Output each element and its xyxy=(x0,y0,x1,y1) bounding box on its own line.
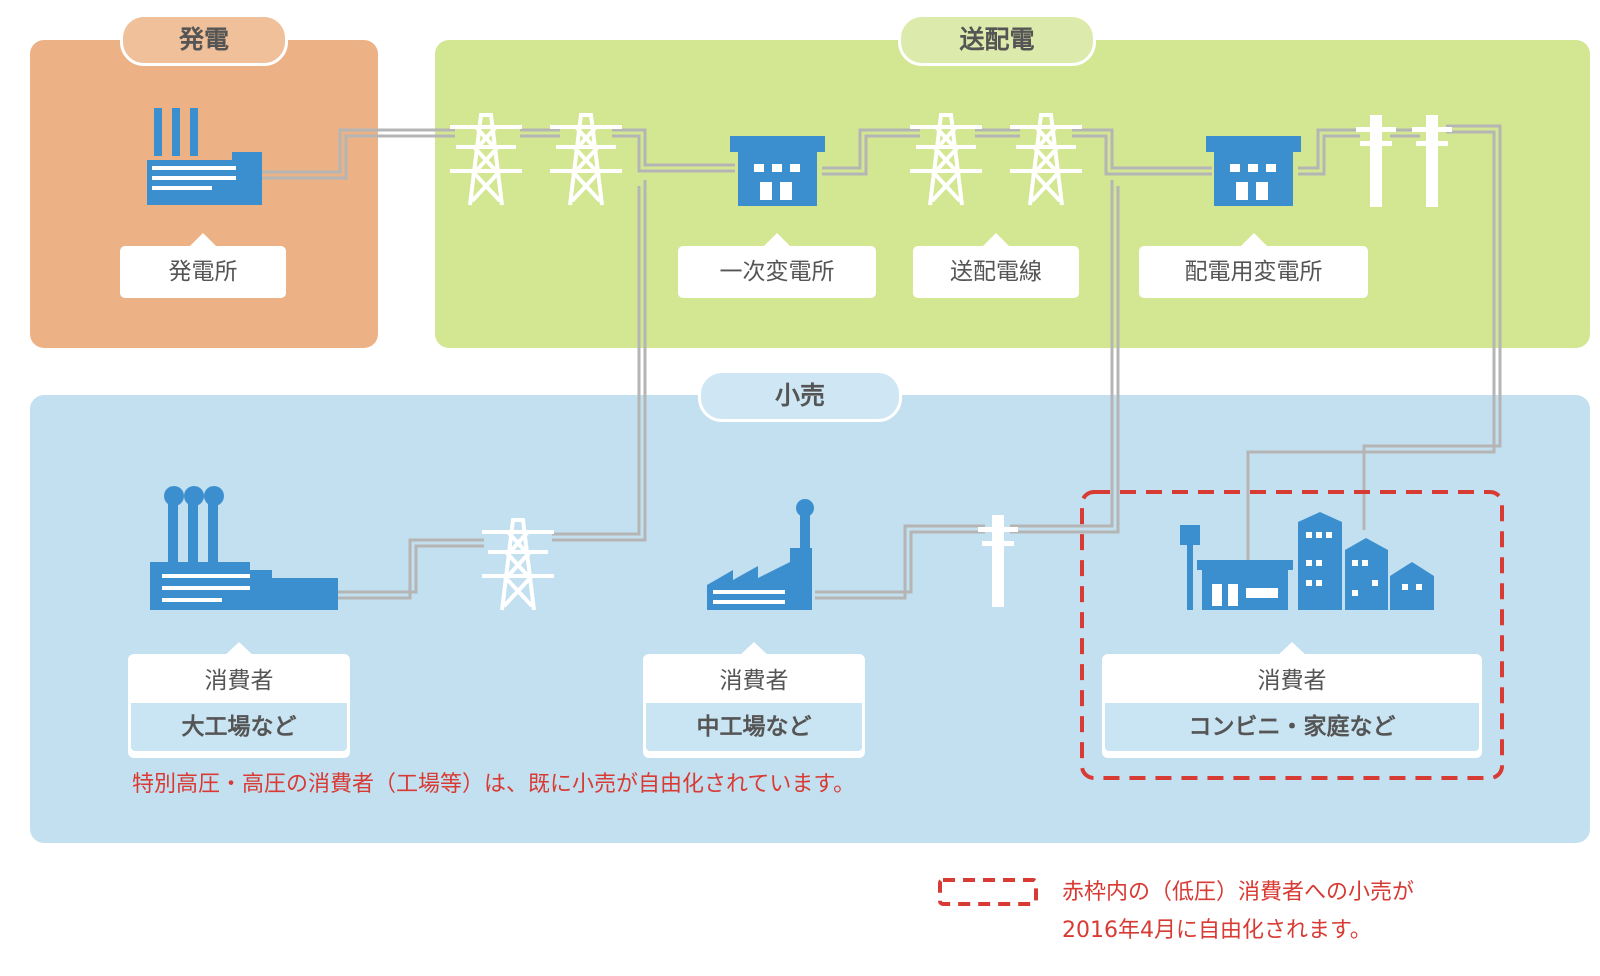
tower-icon xyxy=(1008,113,1084,207)
consumer-type: コンビニ・家庭など xyxy=(1105,703,1479,751)
consumer-type: 大工場など xyxy=(131,703,347,751)
tower-icon xyxy=(908,113,984,207)
power-plant-icon xyxy=(147,108,262,205)
legend-text-line2: 2016年4月に自由化されます。 xyxy=(1062,918,1372,943)
zone-label-generation: 発電 xyxy=(120,14,288,66)
pole-icon xyxy=(1356,115,1396,207)
consumer-box-shops-homes: 消費者 コンビニ・家庭など xyxy=(1102,642,1482,758)
pole-icon xyxy=(1412,115,1452,207)
consumer-role: 消費者 xyxy=(1257,668,1327,694)
tower-icon xyxy=(480,518,556,612)
liberalized-note: 特別高圧・高圧の消費者（工場等）は、既に小売が自由化されています。 xyxy=(132,772,856,797)
mid-factory-icon xyxy=(707,499,814,610)
label-transmission-lines: 送配電線 xyxy=(913,233,1079,298)
substation-icon xyxy=(1206,136,1301,206)
pole-icon xyxy=(978,515,1018,607)
consumer-role: 消費者 xyxy=(204,668,274,694)
label-power-plant: 発電所 xyxy=(120,233,286,298)
consumer-box-mid-factory: 消費者 中工場など xyxy=(643,642,865,758)
low-voltage-highlight-frame xyxy=(1080,490,1504,780)
substation-icon xyxy=(730,136,825,206)
label-distribution-substation: 配電用変電所 xyxy=(1139,233,1368,298)
tower-icon xyxy=(548,113,624,207)
consumer-role: 消費者 xyxy=(719,668,789,694)
tower-icon xyxy=(448,113,524,207)
zone-label-retail: 小売 xyxy=(698,370,902,422)
consumer-type: 中工場など xyxy=(646,703,862,751)
zone-label-transmission: 送配電 xyxy=(898,14,1096,66)
large-factory-icon xyxy=(150,486,338,610)
legend-dashed-box xyxy=(938,878,1038,906)
consumer-box-large-factory: 消費者 大工場など xyxy=(128,642,350,758)
shop-and-houses-icon xyxy=(1180,512,1434,610)
label-primary-substation: 一次変電所 xyxy=(678,233,876,298)
retail-zone xyxy=(30,395,1590,843)
legend-text-line1: 赤枠内の（低圧）消費者への小売が xyxy=(1062,880,1415,905)
